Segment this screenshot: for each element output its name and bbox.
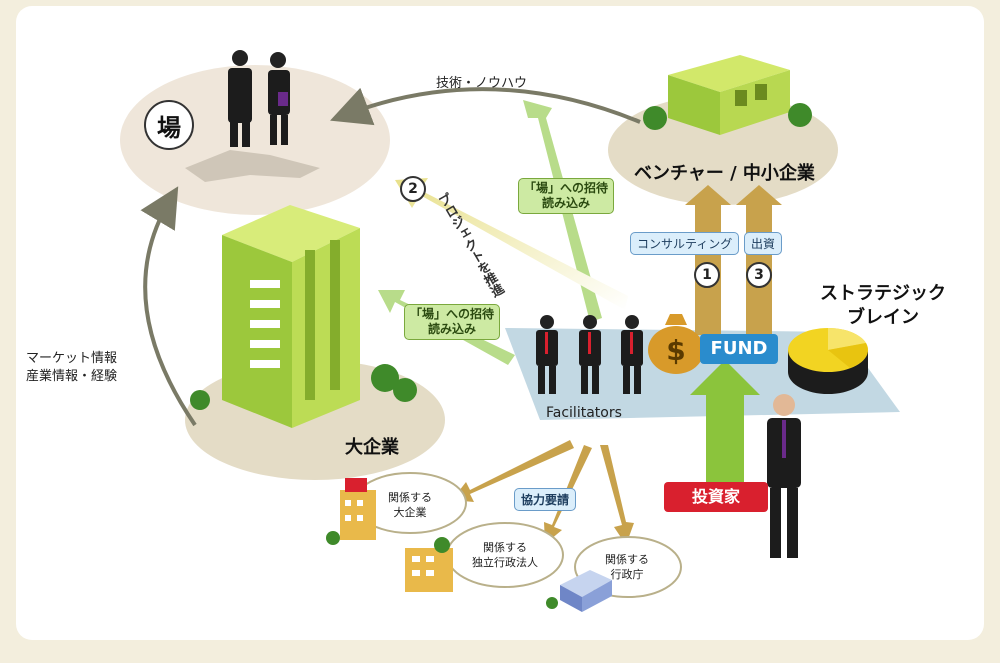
venture-label: ベンチャー / 中小企業: [634, 163, 815, 184]
step3-badge: 3: [746, 262, 772, 288]
venture-building: [643, 55, 812, 135]
invite-tag-lower: 「場」への招待 読み込み: [404, 304, 501, 340]
pie-chart-icon: [788, 327, 868, 394]
big-company-label: 大企業: [345, 437, 399, 458]
fund-label: FUND: [700, 334, 778, 364]
market-arrow: [140, 186, 197, 427]
big-company-building: [190, 205, 417, 428]
ba-label: 場: [157, 114, 181, 142]
investor-label: 投資家: [664, 482, 768, 512]
investment-arrow: [736, 185, 782, 335]
strategic-brain-label: ストラテジック ブレイン: [820, 283, 946, 328]
step2-badge: 2: [400, 176, 426, 202]
related-big-label: 関係する 大企業: [388, 491, 432, 519]
investment-tag: 出資: [744, 232, 783, 255]
ba-circle: [144, 100, 194, 150]
market-label: マーケット情報 産業情報・経験: [26, 351, 118, 384]
consulting-arrow: [685, 185, 731, 335]
related-gov-label: 関係する 行政庁: [605, 553, 649, 581]
tech-label: 技術・ノウハウ: [436, 76, 528, 91]
step1-badge: 1: [694, 262, 720, 288]
ba-oval: [120, 65, 390, 215]
investor-figure: [767, 394, 801, 558]
facilitator-figures: [536, 315, 643, 394]
investor-arrow: [690, 360, 760, 482]
money-bag-icon: $: [648, 314, 704, 374]
arrow-to-related-big: [452, 440, 574, 502]
cooperation-tag: 協力要請: [514, 488, 577, 511]
invite-tag-upper: 「場」への招待 読み込み: [518, 178, 615, 214]
related-agency-label: 関係する 独立行政法人: [472, 541, 538, 569]
related-agency-building: [405, 537, 453, 592]
tech-arrow: [330, 87, 641, 126]
handshake-people: [185, 50, 320, 182]
svg-text:$: $: [666, 334, 685, 367]
arrow-to-related-gov: [600, 445, 634, 545]
project-arrow: [395, 178, 628, 310]
facilitators-label: Facilitators: [546, 405, 622, 421]
consulting-tag: コンサルティング: [630, 232, 740, 255]
related-gov-building: [546, 570, 612, 612]
related-big-building: [326, 478, 376, 545]
